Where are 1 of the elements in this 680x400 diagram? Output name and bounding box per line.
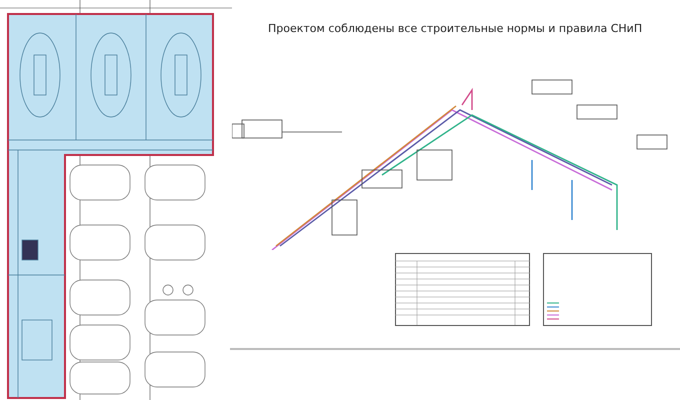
heading: Проектом соблюдены все строительные нормы и правила СНиП xyxy=(268,22,642,35)
